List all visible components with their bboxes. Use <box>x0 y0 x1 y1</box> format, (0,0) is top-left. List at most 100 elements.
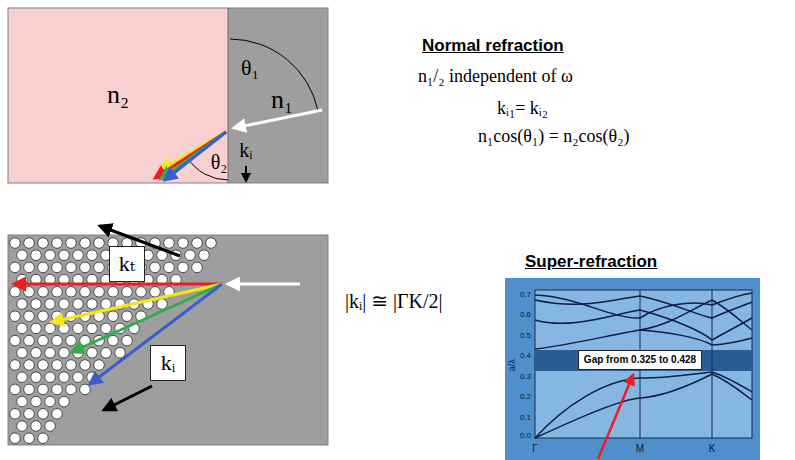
air-hole <box>38 262 49 273</box>
vector-label-box: kᵢ <box>150 345 186 381</box>
air-hole <box>10 409 21 420</box>
air-hole <box>31 396 42 407</box>
air-hole <box>94 287 105 298</box>
air-hole <box>122 311 133 322</box>
axis-title: a/λ <box>507 359 517 371</box>
air-hole <box>66 262 77 273</box>
air-hole <box>66 335 77 346</box>
box-text: kₜ <box>119 251 135 276</box>
air-hole <box>38 433 49 444</box>
air-hole <box>24 287 35 298</box>
axis-tick: 0.0 <box>520 431 531 440</box>
axis-tick: 0.7 <box>520 290 531 299</box>
air-hole <box>17 250 28 261</box>
pointer-arrow <box>598 375 633 459</box>
air-hole <box>31 323 42 334</box>
air-hole <box>45 323 56 334</box>
air-hole <box>24 384 35 395</box>
air-hole <box>94 238 105 249</box>
air-hole <box>31 299 42 310</box>
air-hole <box>45 250 56 261</box>
air-hole <box>80 287 91 298</box>
air-hole <box>192 262 203 273</box>
equation: kᵢ₁= kᵢ₂ <box>497 98 548 119</box>
air-hole <box>59 396 70 407</box>
air-hole <box>178 238 189 249</box>
air-hole <box>199 250 210 261</box>
air-hole <box>66 384 77 395</box>
air-hole <box>52 409 63 420</box>
air-hole <box>24 335 35 346</box>
air-hole <box>80 360 91 371</box>
band-gap-region <box>535 350 752 371</box>
air-hole <box>52 384 63 395</box>
air-hole <box>10 311 21 322</box>
air-hole <box>24 360 35 371</box>
normal-refraction-panel <box>8 8 328 183</box>
axis-tick: 0.3 <box>520 372 531 381</box>
air-hole <box>52 360 63 371</box>
band-curves <box>535 293 752 438</box>
air-hole <box>24 262 35 273</box>
air-hole <box>66 238 77 249</box>
box-text: Gap from 0.325 to 0.428 <box>584 354 696 366</box>
air-hole <box>59 250 70 261</box>
axis-tick: 0.4 <box>520 351 531 360</box>
air-hole <box>192 238 203 249</box>
incident-ray <box>228 283 300 286</box>
air-hole <box>59 299 70 310</box>
axis-point: Γ <box>532 443 538 455</box>
axis-tick: 0.1 <box>520 413 531 422</box>
air-hole <box>206 238 217 249</box>
air-hole <box>10 287 21 298</box>
air-hole <box>73 372 84 383</box>
air-hole <box>73 250 84 261</box>
air-hole <box>66 287 77 298</box>
wavevector-arrow <box>104 386 152 410</box>
vector-label-box: kₜ <box>109 246 145 282</box>
air-hole <box>108 335 119 346</box>
air-hole <box>52 287 63 298</box>
air-hole <box>10 433 21 444</box>
axis-point: M <box>636 443 644 455</box>
equation: n₁cos(θ₁) = n₂cos(θ₂) <box>478 126 629 147</box>
air-hole <box>24 433 35 444</box>
axis-point: K <box>709 443 716 455</box>
box-text: kᵢ <box>161 350 176 375</box>
air-hole <box>17 323 28 334</box>
wavevector-label: kᵢ <box>239 139 252 162</box>
air-hole <box>115 348 126 359</box>
air-hole <box>38 335 49 346</box>
air-hole <box>10 360 21 371</box>
air-hole <box>59 323 70 334</box>
equation: n₁/₂ independent of ω <box>418 66 573 87</box>
air-hole <box>87 348 98 359</box>
air-hole <box>24 238 35 249</box>
air-hole <box>150 262 161 273</box>
air-hole <box>45 421 56 432</box>
band-diagram <box>505 278 760 460</box>
air-hole <box>101 348 112 359</box>
air-hole <box>164 238 175 249</box>
air-hole <box>73 323 84 334</box>
air-hole <box>122 335 133 346</box>
air-hole <box>87 299 98 310</box>
air-hole <box>31 372 42 383</box>
air-hole <box>17 348 28 359</box>
air-hole <box>31 348 42 359</box>
air-hole <box>10 262 21 273</box>
air-hole <box>150 287 161 298</box>
medium-index: n₁ <box>271 85 293 115</box>
air-hole <box>73 299 84 310</box>
medium-index: n₂ <box>107 80 129 110</box>
axis-tick: 0.2 <box>520 392 531 401</box>
air-hole <box>10 335 21 346</box>
air-hole <box>17 421 28 432</box>
air-hole <box>17 396 28 407</box>
air-hole <box>178 262 189 273</box>
section-heading: Normal refraction <box>422 36 564 56</box>
air-hole <box>136 287 147 298</box>
air-hole <box>87 250 98 261</box>
